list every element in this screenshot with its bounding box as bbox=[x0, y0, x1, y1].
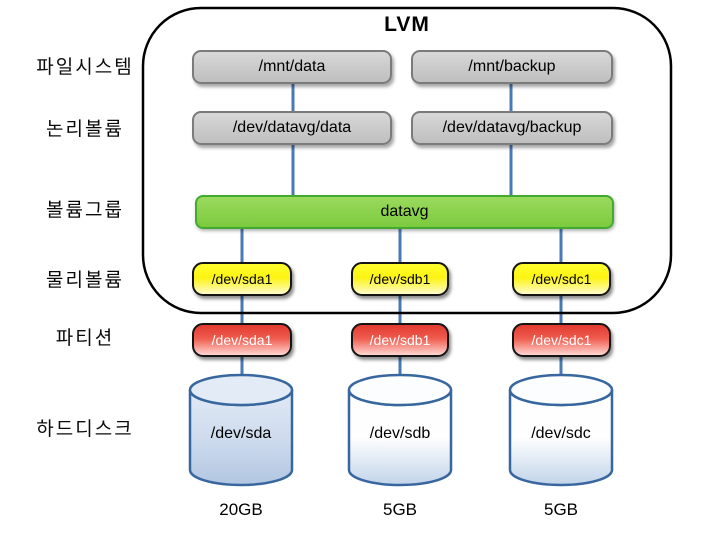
disk-cylinder-sda-top bbox=[188, 373, 294, 407]
physical-volume-box-sda1: /dev/sda1 bbox=[192, 262, 292, 296]
filesystem-box-mnt-data: /mnt/data bbox=[192, 50, 392, 84]
logical-volume-box-data: /dev/datavg/data bbox=[192, 111, 392, 145]
lvm-container-outline bbox=[141, 6, 673, 315]
physical-volume-box-sdc1: /dev/sdc1 bbox=[512, 262, 611, 296]
disk-size-sdc: 5GB bbox=[543, 500, 579, 519]
volume-group-box-datavg: datavg bbox=[195, 195, 614, 229]
disk-size-sdb: 5GB bbox=[382, 500, 418, 519]
filesystem-box-mnt-backup: /mnt/backup bbox=[411, 50, 613, 84]
row-label-logical-volume: 논리볼륨 bbox=[46, 119, 124, 140]
disk-name-sdb: /dev/sdb bbox=[369, 425, 431, 442]
row-label-filesystem: 파일시스템 bbox=[36, 57, 134, 78]
partition-box-sdb1: /dev/sdb1 bbox=[351, 323, 449, 357]
lvm-title: LVM bbox=[384, 13, 430, 36]
disk-size-sda: 20GB bbox=[219, 500, 263, 519]
partition-box-sdc1: /dev/sdc1 bbox=[512, 323, 611, 357]
logical-volume-box-backup: /dev/datavg/backup bbox=[411, 111, 613, 145]
row-label-hard-disk: 하드디스크 bbox=[36, 419, 134, 440]
partition-box-sda1: /dev/sda1 bbox=[192, 323, 292, 357]
disk-name-sda: /dev/sda bbox=[210, 425, 272, 442]
physical-volume-box-sdb1: /dev/sdb1 bbox=[351, 262, 449, 296]
disk-cylinder-sdc-top bbox=[508, 373, 614, 407]
disk-name-sdc: /dev/sdc bbox=[531, 425, 591, 442]
row-label-volume-group: 볼륨그룹 bbox=[46, 200, 124, 221]
disk-cylinders bbox=[188, 373, 614, 487]
row-label-partition: 파티션 bbox=[55, 328, 115, 349]
disk-cylinder-sdb-top bbox=[347, 373, 453, 407]
row-label-physical-volume: 물리볼륨 bbox=[46, 270, 124, 291]
